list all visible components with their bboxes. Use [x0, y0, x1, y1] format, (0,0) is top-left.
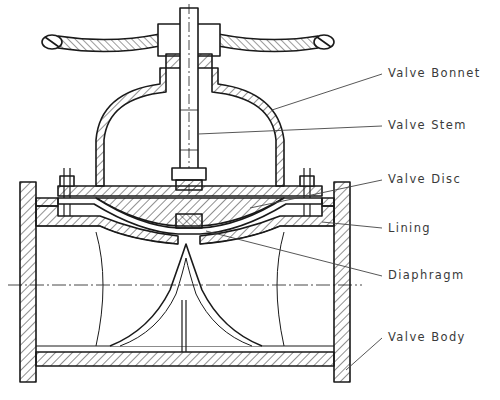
part-label: Lining	[387, 221, 432, 235]
part-label: Valve Bonnet	[387, 66, 482, 80]
valve-bonnet	[58, 68, 322, 196]
part-label: Valve Disc	[387, 172, 462, 186]
valve-body	[20, 182, 350, 382]
part-label: Valve Body	[387, 330, 467, 344]
valve-stem	[172, 4, 206, 196]
leader-lines	[198, 74, 382, 370]
part-label: Diaphragm	[387, 268, 466, 282]
part-label: Valve Stem	[387, 118, 468, 132]
